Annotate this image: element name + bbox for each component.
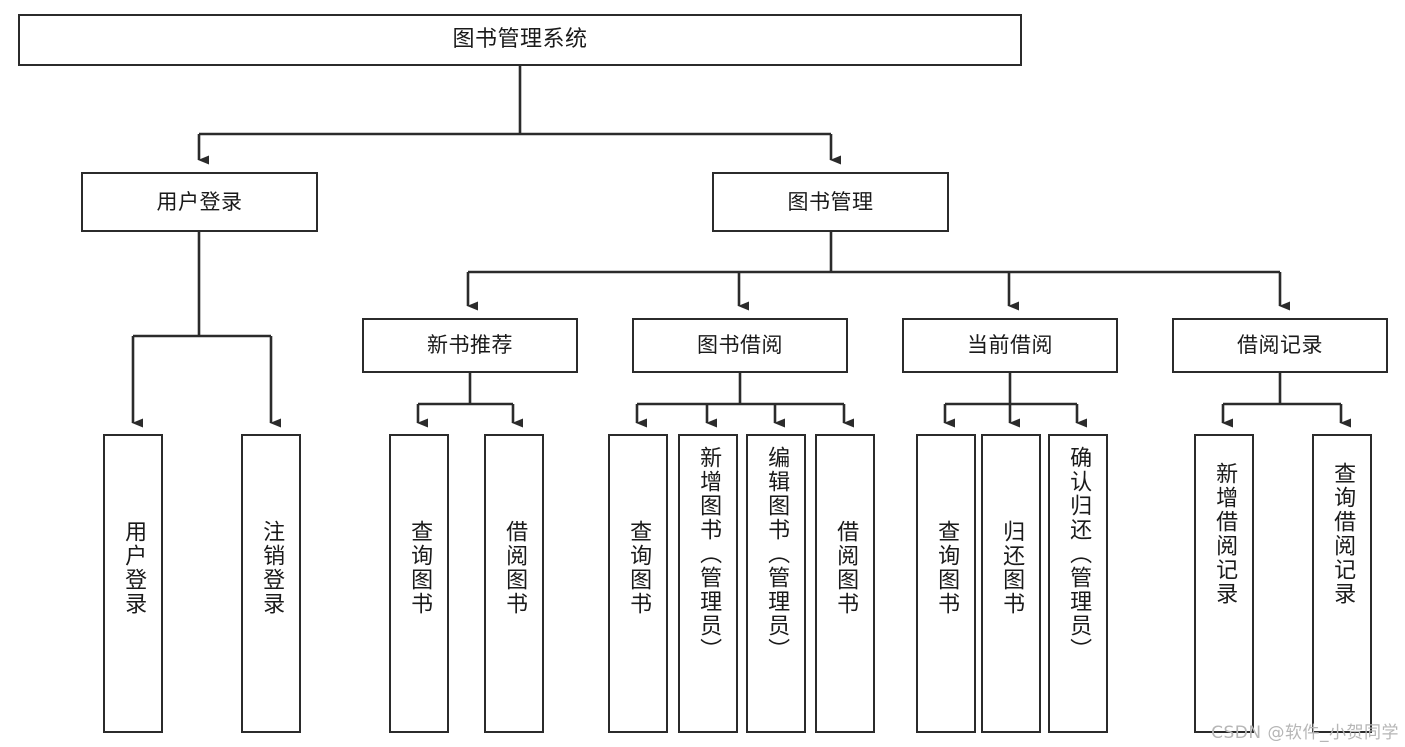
node-borrow-record[interactable]: 借阅记录 <box>1172 318 1388 373</box>
node-leaf-query-book-1[interactable]: 查询图书 <box>389 434 449 733</box>
node-root[interactable]: 图书管理系统 <box>18 14 1022 66</box>
node-leaf-edit-book[interactable]: 编辑图书（管理员） <box>746 434 806 733</box>
node-book-borrow[interactable]: 图书借阅 <box>632 318 848 373</box>
node-leaf-confirm-return-label: 确认归还（管理员） <box>1066 446 1092 662</box>
node-book-management[interactable]: 图书管理 <box>712 172 949 232</box>
node-leaf-borrow-book-2[interactable]: 借阅图书 <box>815 434 875 733</box>
node-leaf-query-book-3-label: 查询图书 <box>934 520 960 616</box>
csdn-watermark: CSDN @软件_小贺同学 <box>1211 723 1399 743</box>
node-leaf-add-record[interactable]: 新增借阅记录 <box>1194 434 1254 733</box>
node-leaf-query-book-3[interactable]: 查询图书 <box>916 434 976 733</box>
node-root-label: 图书管理系统 <box>452 27 588 53</box>
node-leaf-query-record[interactable]: 查询借阅记录 <box>1312 434 1372 733</box>
node-leaf-return-book[interactable]: 归还图书 <box>981 434 1041 733</box>
node-leaf-query-book-2[interactable]: 查询图书 <box>608 434 668 733</box>
node-borrow-record-label: 借阅记录 <box>1237 333 1323 358</box>
node-leaf-borrow-book-2-label: 借阅图书 <box>833 520 859 616</box>
node-leaf-borrow-book-1[interactable]: 借阅图书 <box>484 434 544 733</box>
node-leaf-user-login-label: 用户登录 <box>121 520 147 616</box>
node-leaf-query-book-2-label: 查询图书 <box>626 520 652 616</box>
node-leaf-add-book-label: 新增图书（管理员） <box>696 446 722 662</box>
node-new-book-recommend-label: 新书推荐 <box>427 333 513 358</box>
node-leaf-logout-label: 注销登录 <box>259 520 285 616</box>
node-leaf-confirm-return[interactable]: 确认归还（管理员） <box>1048 434 1108 733</box>
node-leaf-add-record-label: 新增借阅记录 <box>1212 462 1238 606</box>
node-leaf-query-record-label: 查询借阅记录 <box>1330 462 1356 606</box>
node-leaf-query-book-1-label: 查询图书 <box>407 520 433 616</box>
node-leaf-logout[interactable]: 注销登录 <box>241 434 301 733</box>
node-leaf-borrow-book-1-label: 借阅图书 <box>502 520 528 616</box>
node-leaf-return-book-label: 归还图书 <box>999 520 1025 616</box>
node-current-borrow-label: 当前借阅 <box>967 333 1053 358</box>
node-new-book-recommend[interactable]: 新书推荐 <box>362 318 578 373</box>
node-current-borrow[interactable]: 当前借阅 <box>902 318 1118 373</box>
node-leaf-user-login[interactable]: 用户登录 <box>103 434 163 733</box>
node-leaf-add-book[interactable]: 新增图书（管理员） <box>678 434 738 733</box>
node-user-login-label: 用户登录 <box>156 189 243 214</box>
node-leaf-edit-book-label: 编辑图书（管理员） <box>764 446 790 662</box>
node-user-login[interactable]: 用户登录 <box>81 172 318 232</box>
node-book-management-label: 图书管理 <box>787 189 874 214</box>
node-book-borrow-label: 图书借阅 <box>697 333 783 358</box>
